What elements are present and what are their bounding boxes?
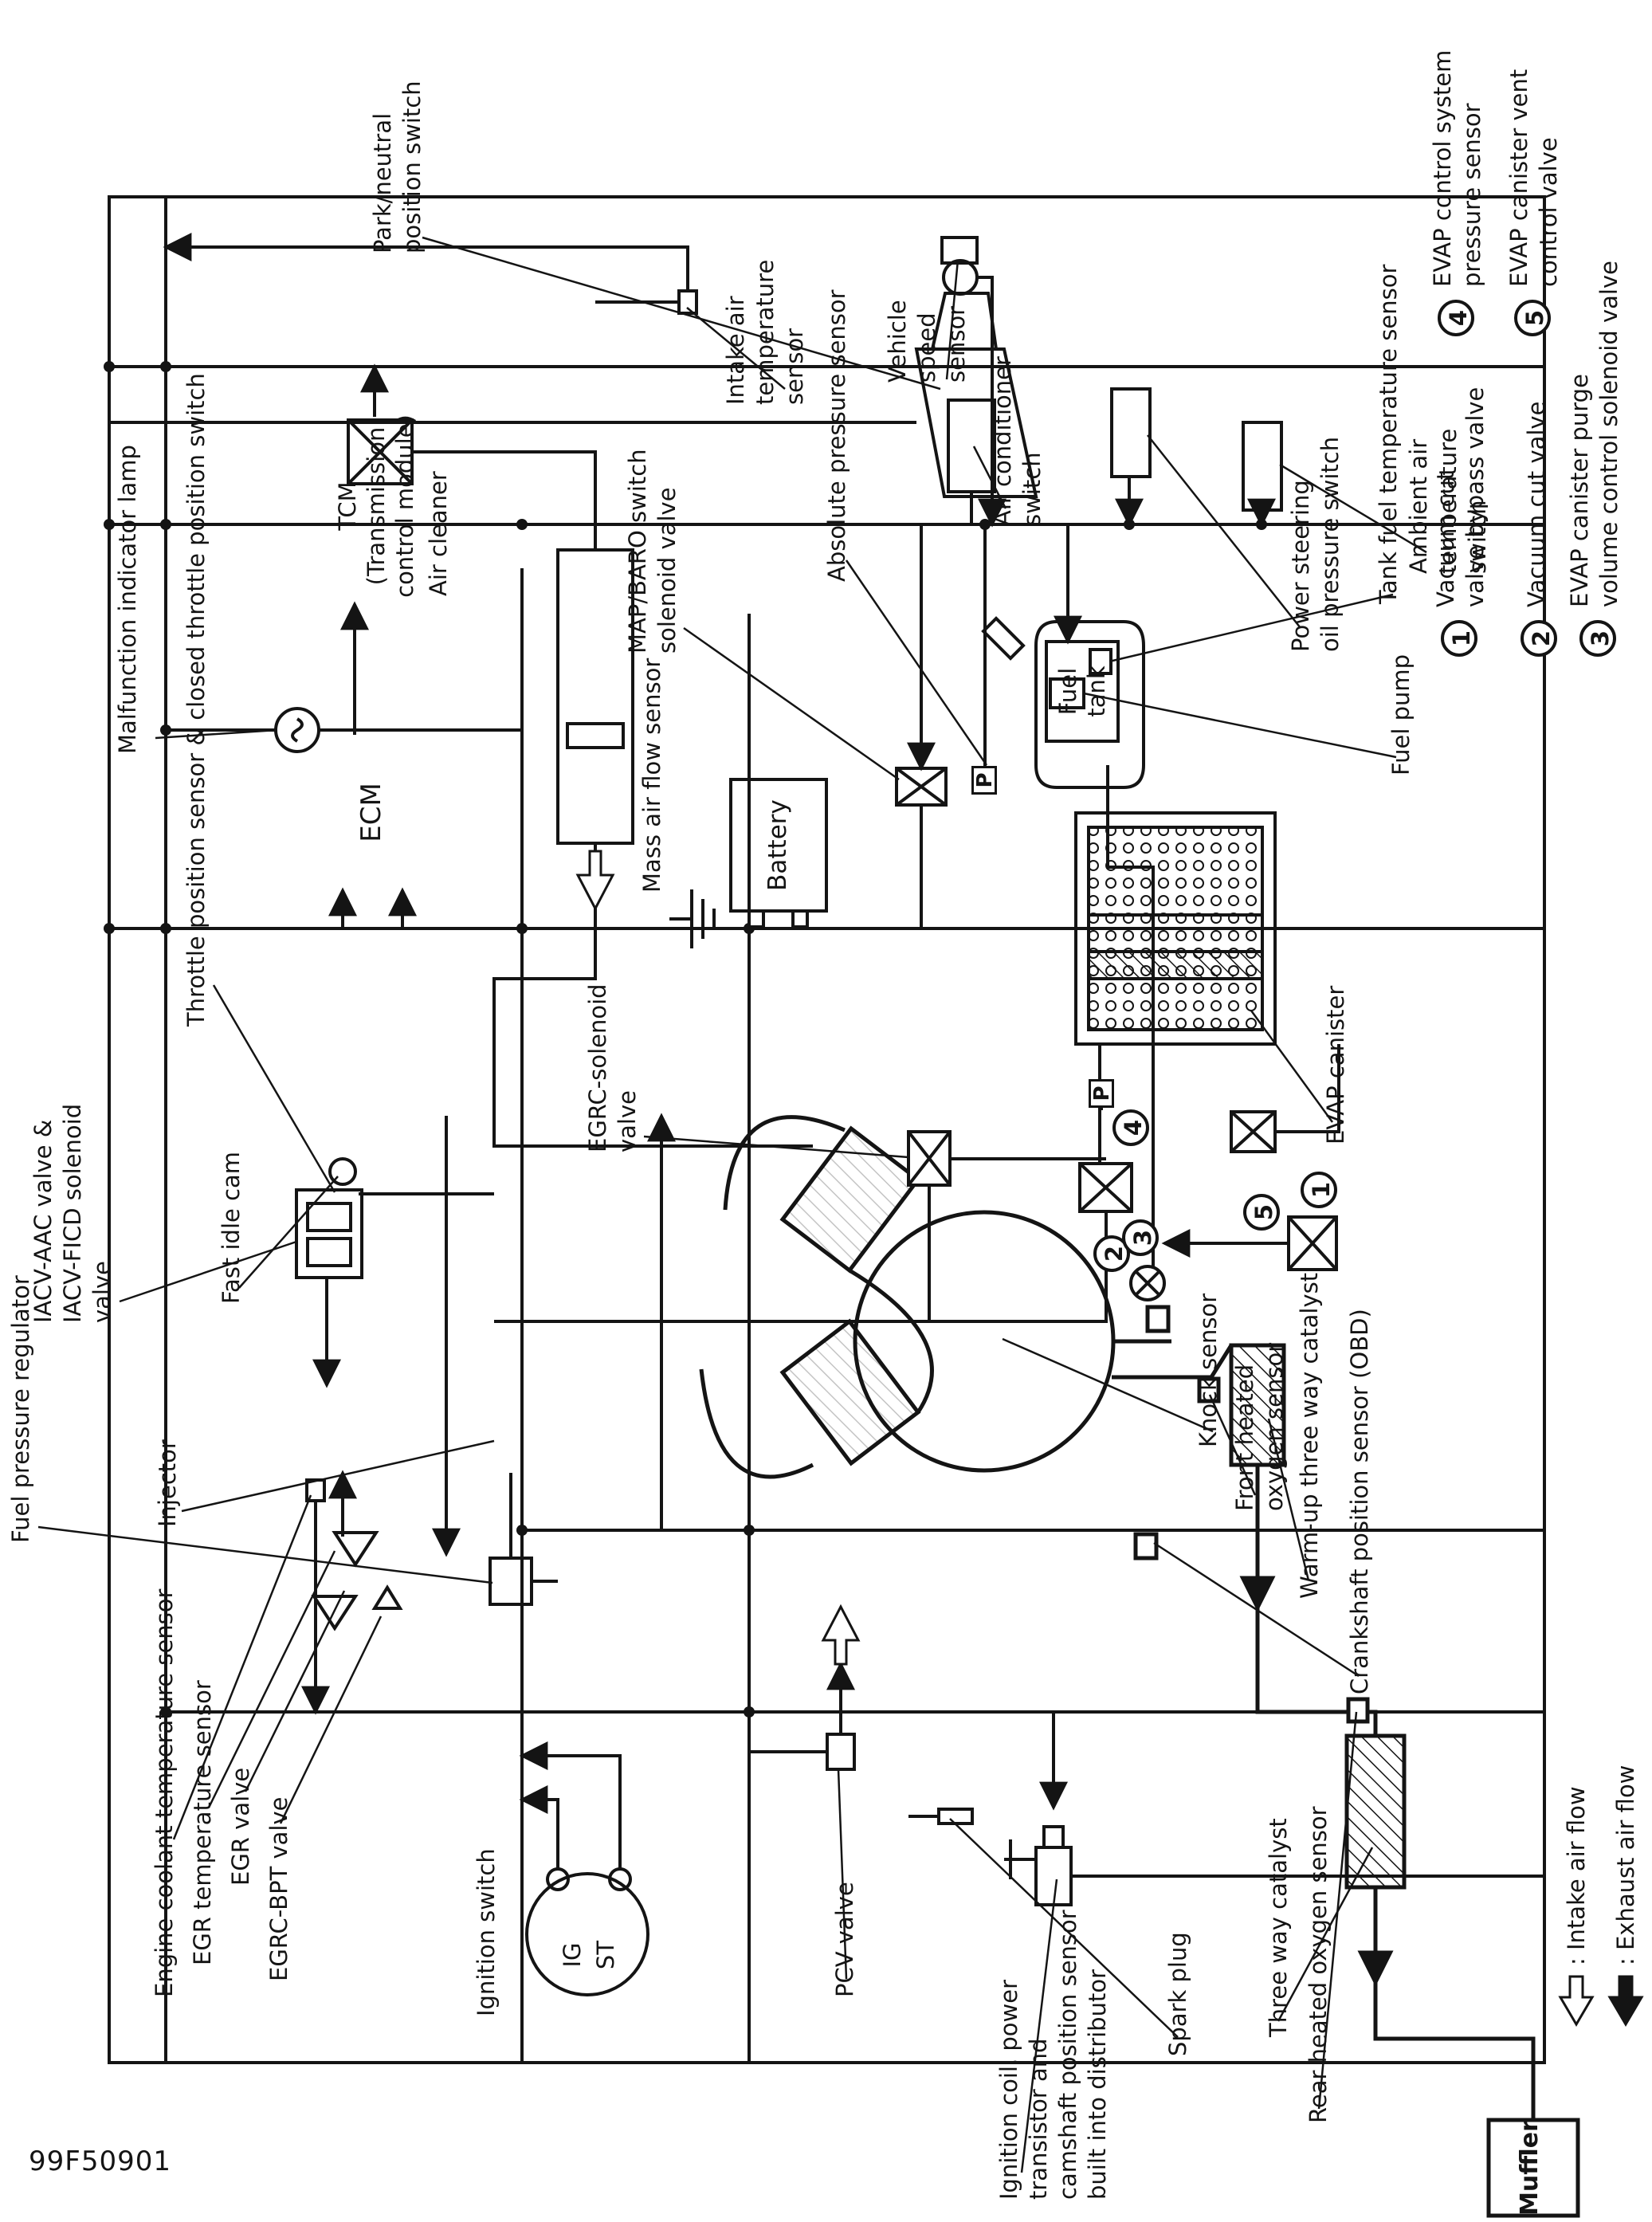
legend-exhaust-flow: : Exhaust air flow: [1612, 1765, 1639, 1965]
flow-legend-arrows: [1558, 1975, 1644, 2027]
marker-1-vacuum-cut-bypass: 1: [1301, 1172, 1337, 1208]
ignition-switch-symbol: [519, 1741, 649, 1996]
ignition-ig-terminal: IG: [559, 1942, 586, 1968]
figure-code: 99F50901: [29, 2145, 171, 2177]
label-egrc-bpt: EGRC-BPT valve: [265, 1796, 292, 1982]
battery-symbol: [669, 778, 828, 948]
junction-dots: [104, 361, 1267, 1718]
iacv-throttle-assembly: [295, 1157, 363, 1388]
label-fuel-pump: Fuel pump: [1387, 654, 1415, 775]
label-throttle-position: Throttle position sensor & closed thrott…: [182, 373, 210, 1027]
label-fuel-pressure-regulator: Fuel pressure regulator: [7, 1275, 34, 1543]
park-neutral-switch-symbol: [109, 292, 1038, 498]
label-warmup-catalyst: Warm-up three way catalyst: [1296, 1272, 1323, 1599]
legend-1-circle: 1: [1441, 620, 1477, 657]
legend-5-circle: 5: [1514, 300, 1551, 336]
intake-duct: [347, 418, 813, 1195]
label-injector: Injector: [154, 1439, 181, 1527]
label-pcv-valve: PCV valve: [831, 1882, 858, 1997]
legend-2-text: Vacuum cut valve: [1523, 401, 1550, 607]
label-mass-air-flow: Mass air flow sensor: [638, 658, 665, 893]
label-three-way-catalyst: Three way catalyst: [1265, 1818, 1292, 2037]
label-egr-temp: EGR temperature sensor: [189, 1680, 216, 1965]
label-rear-o2: Rear heated oxygen sensor: [1305, 1806, 1332, 2123]
tcm-box-label: TCM (Transmission control module): [334, 414, 418, 598]
label-evap-canister: EVAP canister: [1322, 985, 1349, 1144]
vss-symbol: [940, 236, 1007, 528]
switch-boxes: [947, 387, 1283, 528]
label-knock-sensor: Knock sensor: [1195, 1293, 1222, 1447]
ecm-box-label: ECM: [355, 783, 387, 842]
ignition-st-terminal: ST: [592, 1940, 619, 1970]
label-tank-fuel-temp: Tank fuel temperature sensor: [1375, 264, 1402, 604]
evap-canister-symbol: [1074, 811, 1277, 1046]
legend-2-circle: 2: [1521, 620, 1557, 657]
label-air-cleaner: Air cleaner: [425, 471, 452, 596]
legend-4-circle: 4: [1438, 300, 1474, 336]
evap-pressure-p-marker: P: [1089, 1079, 1114, 1108]
module-wiring: [328, 363, 417, 928]
label-engine-coolant-temp: Engine coolant temperature sensor: [151, 1588, 178, 1997]
harness-bus-lines: [108, 195, 1546, 2064]
intake-air-temp-sensor-symbol: [163, 233, 698, 315]
malfunction-lamp-symbol: [166, 707, 522, 753]
absolute-pressure-p-marker: P: [971, 766, 997, 795]
fuel-tank-box-label: Fuel tank: [1054, 665, 1110, 717]
map-baro-assembly: [895, 524, 987, 928]
engine-block: [699, 1115, 1171, 1561]
flow-arrows: [575, 850, 861, 1666]
leader-lines: [37, 236, 1427, 2173]
pcv-valve-symbol: [749, 1661, 856, 1771]
egrc-solenoid-symbol: [907, 1130, 1106, 1321]
legend-3-circle: 3: [1579, 620, 1616, 657]
label-egr-valve: EGR valve: [227, 1767, 254, 1886]
muffler-box-label: Muffler: [1516, 2120, 1544, 2216]
marker-4-pressure-sensor: 4: [1112, 1109, 1149, 1146]
label-spark-plug: Spark plug: [1164, 1932, 1191, 2056]
evap-valves: [494, 765, 1340, 1323]
ignition-switch-label: Ignition switch: [473, 1848, 500, 2016]
label-malfunction-lamp: Malfunction indicator lamp: [114, 445, 141, 754]
label-crankshaft-position: Crankshaft position sensor (OBD): [1346, 1309, 1373, 1694]
egr-assembly: [301, 1470, 403, 1715]
battery-box-label: Battery: [763, 799, 792, 891]
label-fast-idle-cam: Fast idle cam: [218, 1151, 245, 1304]
marker-5-vent-valve: 5: [1243, 1194, 1280, 1231]
legend-intake-flow: : Intake air flow: [1563, 1786, 1590, 1965]
marker-3-purge-solenoid: 3: [1122, 1219, 1159, 1256]
distributor-assembly: [908, 1712, 1544, 1906]
fuel-tank-assembly: [981, 524, 1145, 789]
exhaust-path: [1112, 1343, 1580, 2218]
label-absolute-pressure: Absolute pressure sensor: [823, 289, 850, 582]
